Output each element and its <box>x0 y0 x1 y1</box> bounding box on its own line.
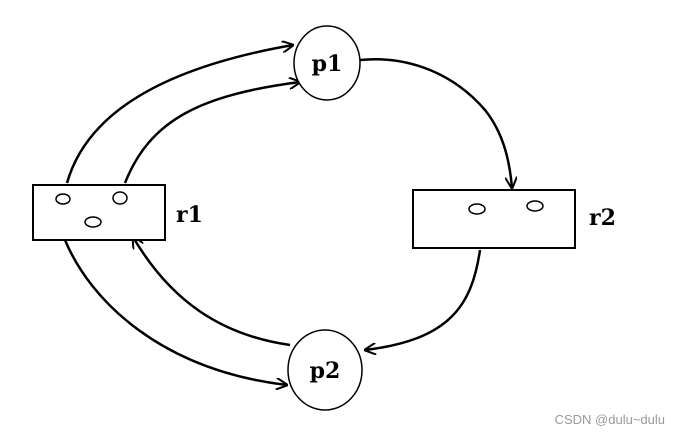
edge-r1-to-p2 <box>63 239 287 385</box>
edge-r1-to-p1-inner <box>123 82 300 184</box>
resource-r2-box <box>412 189 576 249</box>
edge-r1-to-p1-outer <box>65 45 293 184</box>
process-p2-label: p2 <box>310 358 341 384</box>
watermark-text: CSDN @dulu~dulu <box>554 412 665 427</box>
resource-r2-instance-2 <box>526 200 544 212</box>
resource-r1-instance-1 <box>55 193 71 205</box>
resource-r2-label: r2 <box>589 205 616 231</box>
process-p1-node <box>293 25 361 101</box>
resource-r1-instance-3 <box>84 216 102 228</box>
edge-r2-to-p2 <box>365 249 482 350</box>
resource-r1-label: r1 <box>176 202 203 228</box>
resource-r1-box <box>32 184 166 241</box>
resource-r2-instance-1 <box>468 203 486 215</box>
edge-p2-to-r1 <box>133 237 291 347</box>
process-p2-node <box>287 329 363 411</box>
process-p1-label: p1 <box>312 51 343 77</box>
edge-p1-to-r2 <box>359 58 512 188</box>
resource-r1-instance-2 <box>112 191 128 205</box>
